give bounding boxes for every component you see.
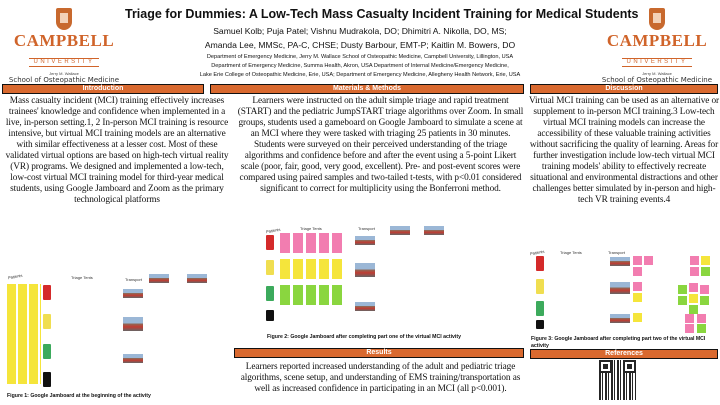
campbell-logo-right: CAMPBELL UNIVERSITY Jerry M. Wallace Sch… <box>597 8 717 84</box>
helicopter-image <box>390 226 410 235</box>
label-transport: Transport <box>125 277 142 282</box>
logo-school: School of Osteopathic Medicine <box>601 76 713 84</box>
patient-stickies <box>7 284 41 384</box>
figure-2-caption: Figure 2: Google Jamboard after completi… <box>267 334 461 340</box>
figure-1-caption: Figure 1: Google Jamboard at the beginni… <box>7 393 151 399</box>
black-tag <box>536 320 544 329</box>
figure-1-jamboard: Patients Triage Tents Transport <box>5 272 210 390</box>
crest-icon <box>56 8 72 30</box>
results-text: Learners reported increased understandin… <box>240 362 521 394</box>
label-transport: Transport <box>358 226 375 231</box>
logo-name: CAMPBELL <box>13 31 115 50</box>
van-image <box>355 302 375 311</box>
logo-sub: UNIVERSITY <box>29 58 99 67</box>
green-tag <box>536 301 544 316</box>
figure-3-jamboard: Patients Triage Tents Transport <box>530 249 720 333</box>
logo-jerry: Jerry M. Wallace <box>642 71 672 76</box>
vehicle-image <box>355 236 375 245</box>
red-tag <box>536 256 544 271</box>
logo-name: CAMPBELL <box>606 31 708 50</box>
results-heading: Results <box>234 348 524 358</box>
logo-school: School of Osteopathic Medicine <box>8 76 120 84</box>
label-patients: Patients <box>265 226 281 235</box>
aff2: Department of Emergency Medicine, Summa … <box>211 63 373 69</box>
green-tag <box>266 286 274 301</box>
yellow-tent-stickies <box>280 259 342 279</box>
discussion-text: Virtual MCI training can be used as an a… <box>528 96 720 205</box>
red-tag <box>43 285 51 300</box>
references-heading: References <box>530 349 718 359</box>
label-patients: Patients <box>7 272 23 281</box>
methods-text: Learners were instructed on the adult si… <box>237 96 524 194</box>
bus-image <box>610 282 630 294</box>
label-tents: Triage Tents <box>560 250 582 255</box>
intro-text: Mass casualty incident (MCI) training ef… <box>5 96 229 205</box>
aff3: Department of Internal Medicine/Emergenc… <box>373 63 509 69</box>
crest-icon <box>649 8 665 30</box>
references-qr-code[interactable] <box>599 360 636 400</box>
authors-line-2: Amanda Lee, MMSc, PA-C, CHSE; Dusty Barb… <box>204 40 516 50</box>
campbell-logo-left: CAMPBELL UNIVERSITY Jerry M. Wallace Sch… <box>4 8 124 84</box>
vehicle-image <box>123 289 143 298</box>
logo-jerry: Jerry M. Wallace <box>49 71 79 76</box>
yellow-tag <box>536 279 544 294</box>
van-image <box>610 314 630 323</box>
red-tent-stickies <box>280 233 342 253</box>
methods-heading: Materials & Methods <box>210 84 524 94</box>
helicopter-image <box>149 274 169 283</box>
yellow-tag <box>266 260 274 275</box>
vehicle-image <box>610 257 630 266</box>
logo-sub: UNIVERSITY <box>622 58 692 67</box>
poster-title: Triage for Dummies: A Low-Tech Mass Casu… <box>125 7 639 21</box>
black-tag <box>266 310 274 321</box>
affiliation-2: Department of Emergency Medicine, Summa … <box>132 63 588 70</box>
label-tents: Triage Tents <box>300 226 322 231</box>
red-tag <box>266 235 274 250</box>
ambulance-image <box>187 274 207 283</box>
black-tag <box>43 372 51 387</box>
affiliation-1: Department of Emergency Medicine, Jerry … <box>206 54 514 60</box>
affiliation-3: Lake Erie College of Osteopathic Medicin… <box>199 72 521 78</box>
yellow-tag <box>43 314 51 329</box>
bus-image <box>123 317 143 331</box>
van-image <box>123 354 143 363</box>
authors-line-1: Samuel Kolb; Puja Patel; Vishnu Mudrakol… <box>213 26 507 36</box>
discussion-heading: Discussion <box>530 84 718 94</box>
figure-3-caption: Figure 3: Google Jamboard after completi… <box>531 336 706 349</box>
bus-image <box>355 263 375 277</box>
label-tents: Triage Tents <box>71 275 93 280</box>
figure-2-jamboard: Patients Triage Tents Transport <box>266 226 486 330</box>
intro-heading: Introduction <box>2 84 204 94</box>
green-tag <box>43 344 51 359</box>
ambulance-image <box>424 226 444 235</box>
label-transport: Transport <box>608 250 625 255</box>
green-tent-stickies <box>280 285 342 305</box>
